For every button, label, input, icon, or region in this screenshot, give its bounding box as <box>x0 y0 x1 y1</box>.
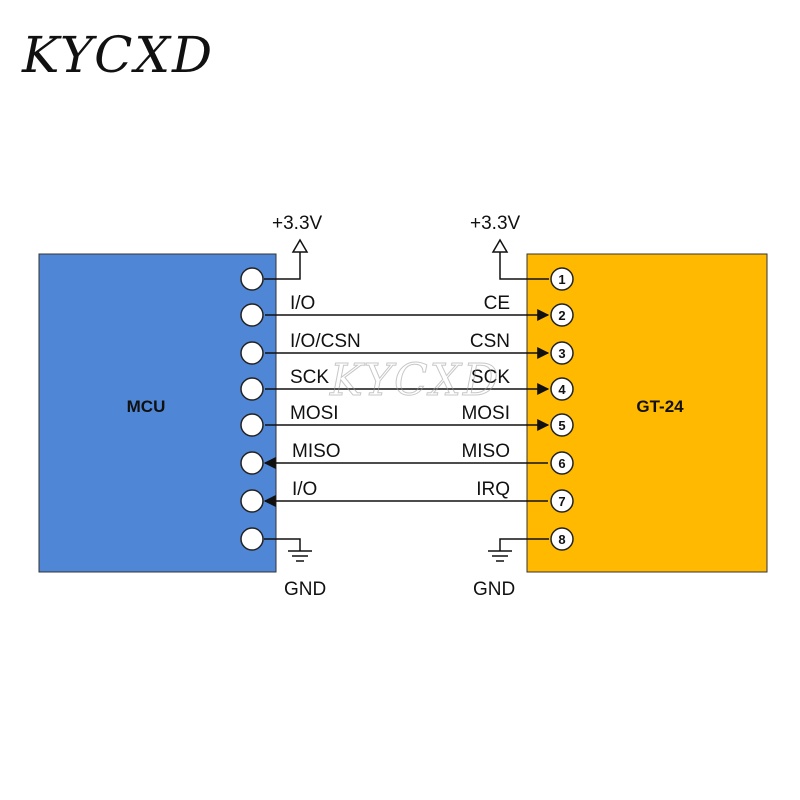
gt24-pin-number: 6 <box>558 456 565 471</box>
gt24-signal-label: CE <box>484 293 510 314</box>
mcu-gnd-label: GND <box>284 579 326 600</box>
gt24-gnd-label: GND <box>473 579 515 600</box>
mcu-vcc-label: +3.3V <box>272 213 323 234</box>
gt24-pin-number: 2 <box>558 308 565 323</box>
mcu-label: MCU <box>127 397 166 416</box>
mcu-signal-label: MISO <box>292 441 341 462</box>
gt24-pin-number: 4 <box>558 382 566 397</box>
mcu-pin-column <box>240 267 264 551</box>
mcu-signal-label: SCK <box>290 367 329 388</box>
mcu-pin-5 <box>240 413 264 437</box>
gt24-signal-label: IRQ <box>476 479 510 500</box>
mcu-signal-label: MOSI <box>290 403 339 424</box>
gt24-pin-number: 8 <box>558 532 565 547</box>
gt24-label: GT-24 <box>636 397 684 416</box>
mcu-pin-2 <box>240 303 264 327</box>
gt24-vcc-label: +3.3V <box>470 213 521 234</box>
mcu-pin-4 <box>240 377 264 401</box>
gt24-signal-label: CSN <box>470 331 510 352</box>
watermark: KYCXD <box>329 355 500 406</box>
mcu-signal-label: I/O <box>292 479 317 500</box>
mcu-vcc-symbol <box>264 238 309 280</box>
gt24-pin-number: 3 <box>558 346 565 361</box>
mcu-pin-7 <box>240 489 264 513</box>
gt24-vcc-symbol <box>491 238 549 280</box>
gt24-pin-7 <box>550 489 574 513</box>
gt24-pin-column: 1 2 3 4 5 6 7 8 <box>550 267 574 551</box>
gt24-signal-label: SCK <box>471 367 510 388</box>
mcu-pin-1 <box>240 267 264 291</box>
gt24-signal-label: MOSI <box>461 403 510 424</box>
gt24-pin-1 <box>550 267 574 291</box>
gt24-pin-number: 5 <box>558 418 565 433</box>
mcu-signal-label: I/O <box>290 293 315 314</box>
gt24-pin-4 <box>550 377 574 401</box>
gt24-pin-8 <box>550 527 574 551</box>
mcu-pin-6 <box>240 451 264 475</box>
gt24-pin-2 <box>550 303 574 327</box>
mcu-ground-symbol <box>264 538 312 562</box>
mcu-pin-3 <box>240 341 264 365</box>
mcu-signal-label: I/O/CSN <box>290 331 361 352</box>
mcu-block <box>38 253 277 573</box>
gt24-ground-symbol <box>488 538 549 562</box>
gt24-pin-3 <box>550 341 574 365</box>
gt24-signal-label: MISO <box>461 441 510 462</box>
signal-connections: I/O CE I/O/CSN CSN SCK SCK MOSI MOSI MISO MISO I/O… <box>263 293 550 507</box>
gt24-pin-5 <box>550 413 574 437</box>
brand-logo: KYCXD <box>21 26 214 84</box>
mcu-pin-8 <box>240 527 264 551</box>
gt24-pin-6 <box>550 451 574 475</box>
gt24-pin-number: 7 <box>558 494 565 509</box>
gt24-pin-number: 1 <box>558 272 565 287</box>
